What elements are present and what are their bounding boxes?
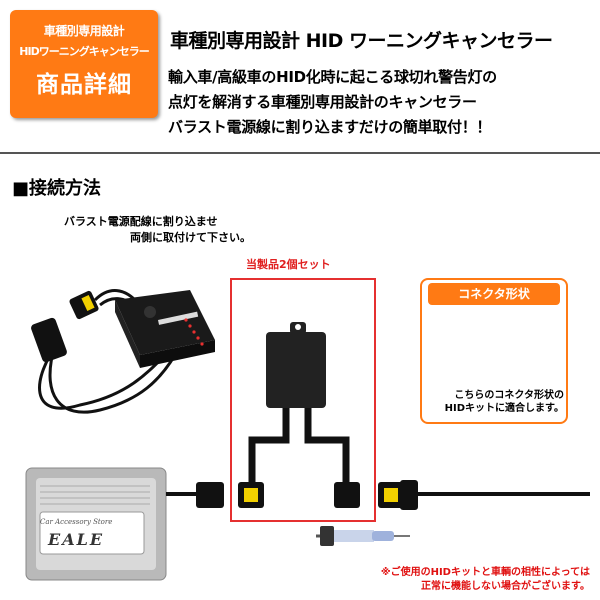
badge-line-3: 商品詳細 (36, 72, 132, 98)
connector-label: コネクタ形状 (428, 283, 560, 305)
hid-ballast (25, 467, 167, 581)
canceller-diagram (248, 322, 350, 484)
connector-text-line-1: こちらのコネクタ形状の (454, 390, 564, 401)
canceller-product-photo (31, 289, 215, 414)
ballast-store-text: Car Accessory Store (40, 518, 113, 526)
install-note-line-1: バラスト電源配線に割り込ませ (64, 215, 218, 228)
connector-text: こちらのコネクタ形状の HIDキットに適合します。 (426, 389, 564, 415)
description-line-3: バラスト電源線に割り込ますだけの簡単取付！！ (168, 118, 492, 136)
badge-line-2: HIDワーニングキャンセラー (19, 45, 149, 58)
badge-line-1: 車種別専用設計 (43, 24, 125, 38)
product-detail-badge: 車種別専用設計 HIDワーニングキャンセラー 商品詳細 (10, 10, 158, 118)
line-connectors (196, 480, 418, 510)
warning-line-1: ※ご使用のHIDキットと車輌の相性によっては (380, 567, 590, 578)
page-title: 車種別専用設計 HID ワーニングキャンセラー (170, 30, 553, 52)
description-line-2: 点灯を解消する車種別専用設計のキャンセラー (168, 93, 477, 111)
set-label: 当製品2個セット (246, 258, 331, 271)
section-title: ■接続方法 (12, 178, 102, 199)
description-line-1: 輸入車/高級車のHID化時に起こる球切れ警告灯の (168, 68, 497, 86)
install-note-line-2: 両側に取付けて下さい。 (130, 231, 251, 244)
connector-text-line-2: HIDキットに適合します。 (444, 403, 564, 414)
compatibility-warning: ※ご使用のHIDキットと車輌の相性によっては 正常に機能しない場合がございます。 (340, 566, 590, 594)
section-divider (0, 152, 600, 154)
product-set-frame (230, 278, 376, 522)
hid-bulb (316, 526, 410, 546)
warning-line-2: 正常に機能しない場合がございます。 (421, 581, 590, 592)
ballast-logo: EALE (48, 530, 105, 549)
